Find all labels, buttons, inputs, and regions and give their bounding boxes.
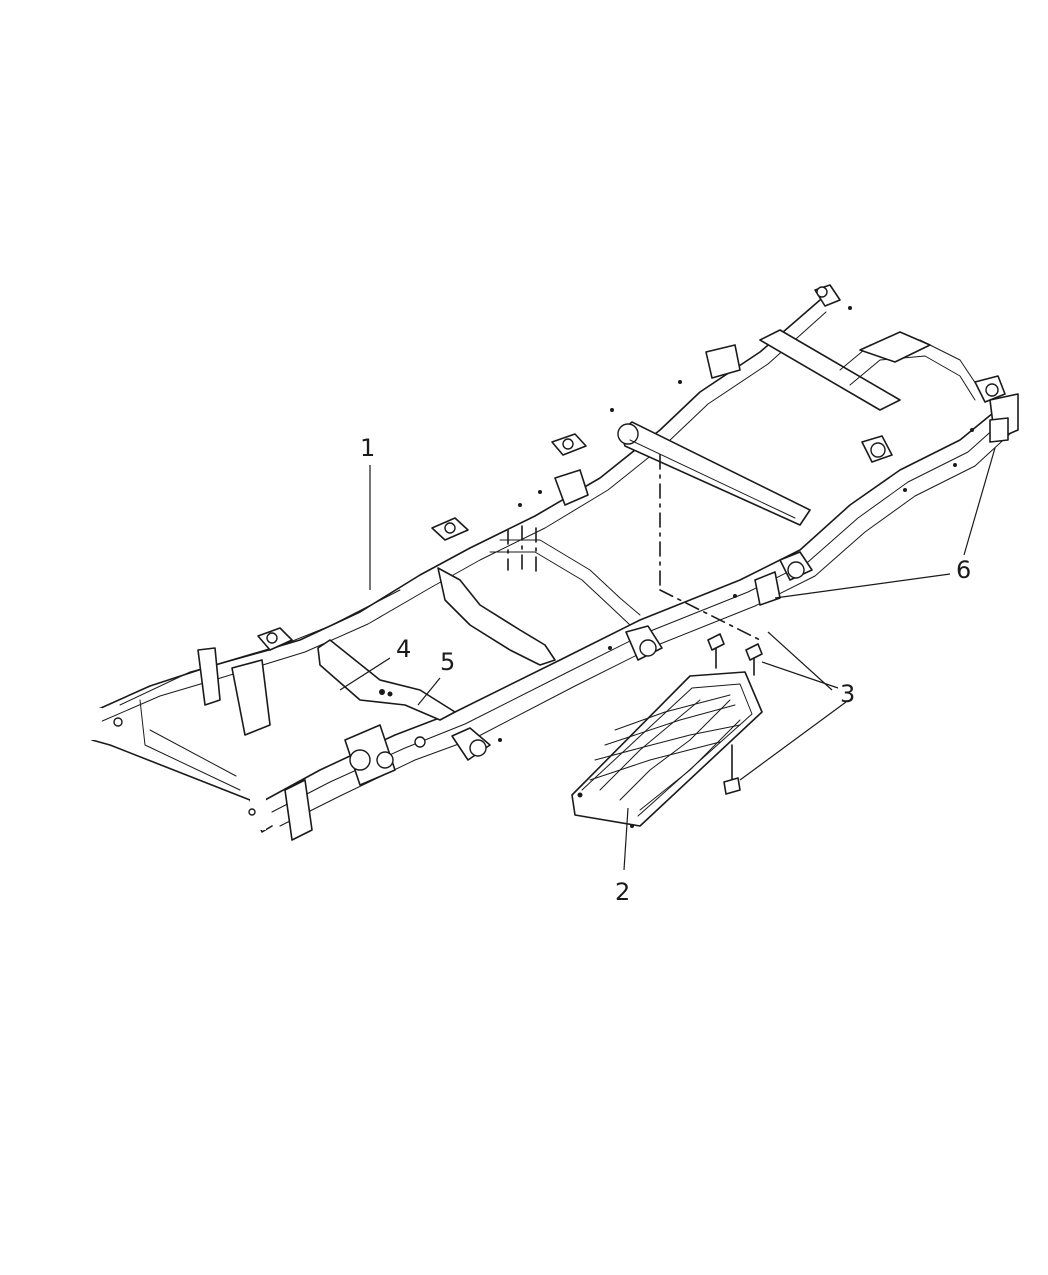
transmission-crossmember xyxy=(619,421,811,526)
crossmember-item-4 xyxy=(317,639,456,721)
vehicle-frame xyxy=(88,284,1019,841)
callout-1: 1 xyxy=(360,434,375,462)
skid-plate xyxy=(571,671,763,828)
body-mount-brackets xyxy=(257,286,1006,761)
leader-lines xyxy=(339,447,996,871)
bolts xyxy=(707,633,763,795)
callout-5: 5 xyxy=(440,648,455,676)
callout-6: 6 xyxy=(956,556,971,584)
rear-crossmember xyxy=(759,329,901,411)
callout-3: 3 xyxy=(840,680,855,708)
rail-holes xyxy=(414,306,974,748)
callout-2: 2 xyxy=(615,878,630,906)
center-crossmember xyxy=(437,567,556,666)
callout-4: 4 xyxy=(396,635,411,663)
